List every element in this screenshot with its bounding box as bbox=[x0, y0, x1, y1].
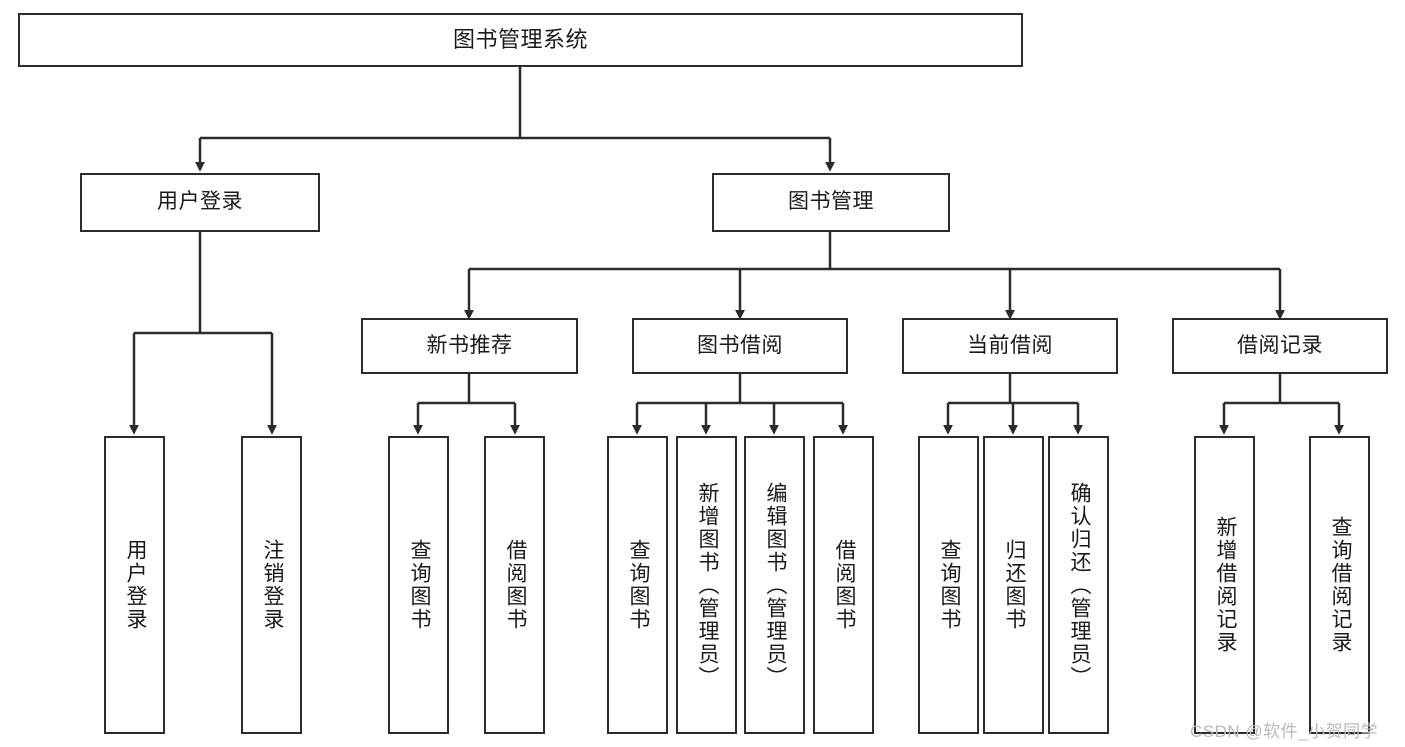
node-label: 借阅记录 bbox=[1237, 333, 1323, 357]
node-borrow-record[interactable]: 借阅记录 bbox=[1172, 318, 1388, 374]
node-label: 用户登录 bbox=[157, 190, 243, 214]
leaf-query-book-current[interactable]: 查询图书 bbox=[918, 436, 979, 734]
connector-root-to-level2 bbox=[195, 67, 835, 172]
leaf-label: 查询图书 bbox=[626, 539, 650, 631]
connector-current-borrow-to-leaves bbox=[943, 374, 1083, 435]
node-book-borrow[interactable]: 图书借阅 bbox=[632, 318, 848, 374]
node-root-book-management-system[interactable]: 图书管理系统 bbox=[18, 13, 1023, 67]
leaf-label: 新增图书（管理员） bbox=[695, 481, 719, 689]
connector-borrow-record-to-leaves bbox=[1219, 374, 1344, 435]
leaf-borrow-book[interactable]: 借阅图书 bbox=[813, 436, 874, 734]
node-label: 当前借阅 bbox=[967, 333, 1053, 357]
leaf-label: 确认归还（管理员） bbox=[1067, 481, 1091, 689]
node-label: 新书推荐 bbox=[426, 333, 513, 357]
node-label: 图书借阅 bbox=[697, 333, 783, 357]
leaf-label: 查询图书 bbox=[407, 539, 431, 631]
leaf-add-book-admin[interactable]: 新增图书（管理员） bbox=[676, 436, 737, 734]
node-book-management[interactable]: 图书管理 bbox=[712, 173, 950, 232]
leaf-label: 查询借阅记录 bbox=[1328, 516, 1352, 654]
leaf-query-book-recommend[interactable]: 查询图书 bbox=[388, 436, 449, 734]
leaf-label: 新增借阅记录 bbox=[1213, 516, 1237, 654]
leaf-label: 查询图书 bbox=[937, 539, 961, 631]
leaf-return-book[interactable]: 归还图书 bbox=[983, 436, 1044, 734]
node-new-book-recommend[interactable]: 新书推荐 bbox=[361, 318, 578, 374]
leaf-label: 用户登录 bbox=[123, 539, 147, 631]
leaf-label: 注销登录 bbox=[260, 539, 284, 631]
node-label: 图书管理系统 bbox=[452, 27, 588, 53]
leaf-add-borrow-record[interactable]: 新增借阅记录 bbox=[1194, 436, 1255, 734]
leaf-edit-book-admin[interactable]: 编辑图书（管理员） bbox=[744, 436, 805, 734]
leaf-query-book-borrow[interactable]: 查询图书 bbox=[607, 436, 668, 734]
node-label: 图书管理 bbox=[788, 190, 874, 214]
leaf-label: 归还图书 bbox=[1002, 539, 1026, 631]
leaf-borrow-book-recommend[interactable]: 借阅图书 bbox=[484, 436, 545, 734]
connector-new-book-to-leaves bbox=[413, 374, 520, 435]
connector-user-login-to-leaves bbox=[129, 232, 277, 435]
node-current-borrow[interactable]: 当前借阅 bbox=[902, 318, 1118, 374]
leaf-logout[interactable]: 注销登录 bbox=[241, 436, 302, 734]
node-user-login[interactable]: 用户登录 bbox=[80, 173, 320, 232]
leaf-query-borrow-record[interactable]: 查询借阅记录 bbox=[1309, 436, 1370, 734]
connector-book-borrow-to-leaves bbox=[632, 374, 848, 435]
leaf-user-login[interactable]: 用户登录 bbox=[104, 436, 165, 734]
leaf-label: 借阅图书 bbox=[832, 539, 856, 631]
connector-book-management-to-level3 bbox=[464, 232, 1285, 320]
leaf-label: 借阅图书 bbox=[503, 539, 527, 631]
leaf-confirm-return-admin[interactable]: 确认归还（管理员） bbox=[1048, 436, 1109, 734]
leaf-label: 编辑图书（管理员） bbox=[763, 481, 787, 689]
